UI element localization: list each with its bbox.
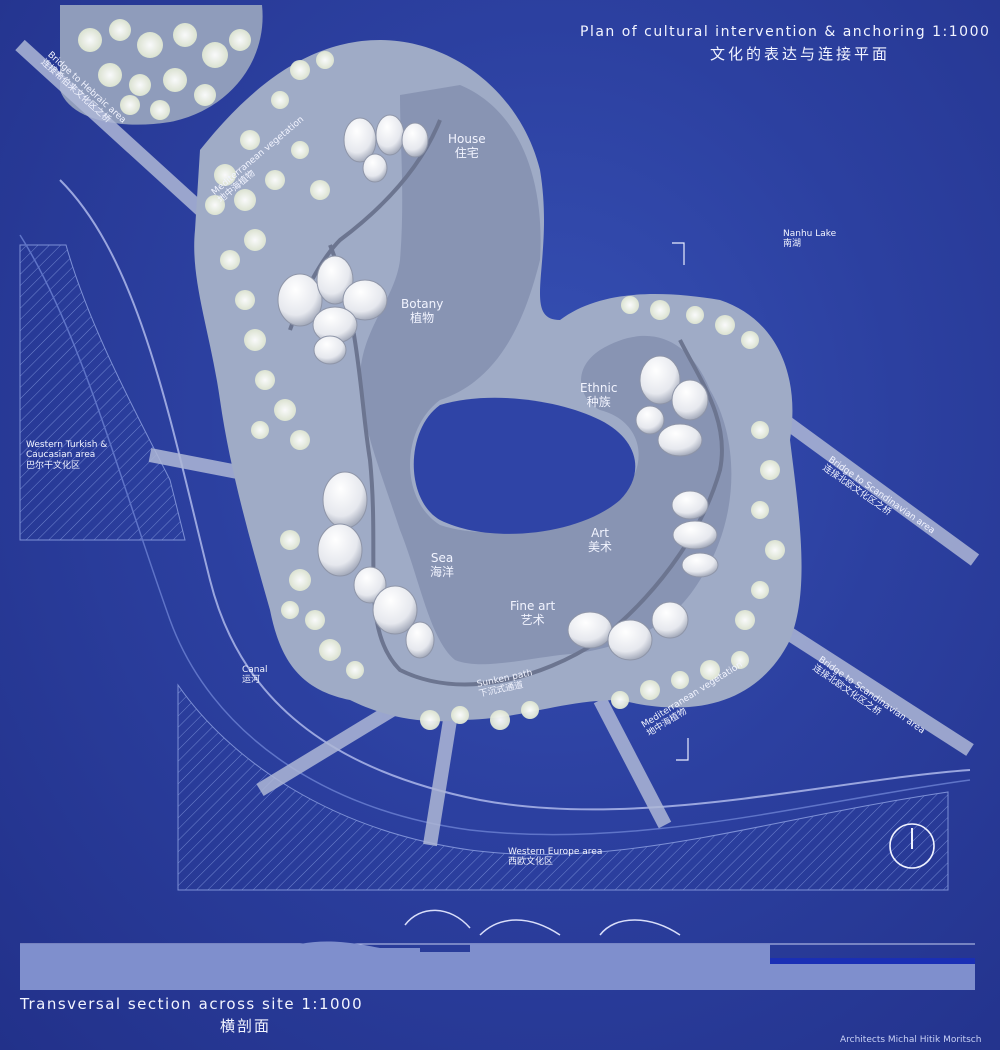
section-drawing	[20, 909, 975, 990]
central-plaza	[360, 85, 732, 665]
section-title-zh: 横剖面	[220, 1017, 272, 1035]
western-turkish-area-hatch	[19, 244, 186, 541]
sunken-path-line	[328, 244, 724, 687]
canal-curve-upper	[59, 179, 971, 811]
plan-title-zh: 文化的表达与连接平面	[710, 45, 891, 63]
section-title: Transversal section across site 1:1000	[20, 995, 364, 1013]
plan-title: Plan of cultural intervention & anchorin…	[580, 24, 991, 40]
crop-marks	[672, 242, 689, 761]
canal-bank-hatch	[177, 683, 949, 891]
north-arrow-icon	[889, 823, 935, 869]
pavilions	[277, 114, 719, 661]
inner-lake	[413, 397, 636, 534]
tree-canopies	[78, 19, 785, 730]
credit-text: Architects Michal Hitik Moritsch	[840, 1035, 982, 1045]
